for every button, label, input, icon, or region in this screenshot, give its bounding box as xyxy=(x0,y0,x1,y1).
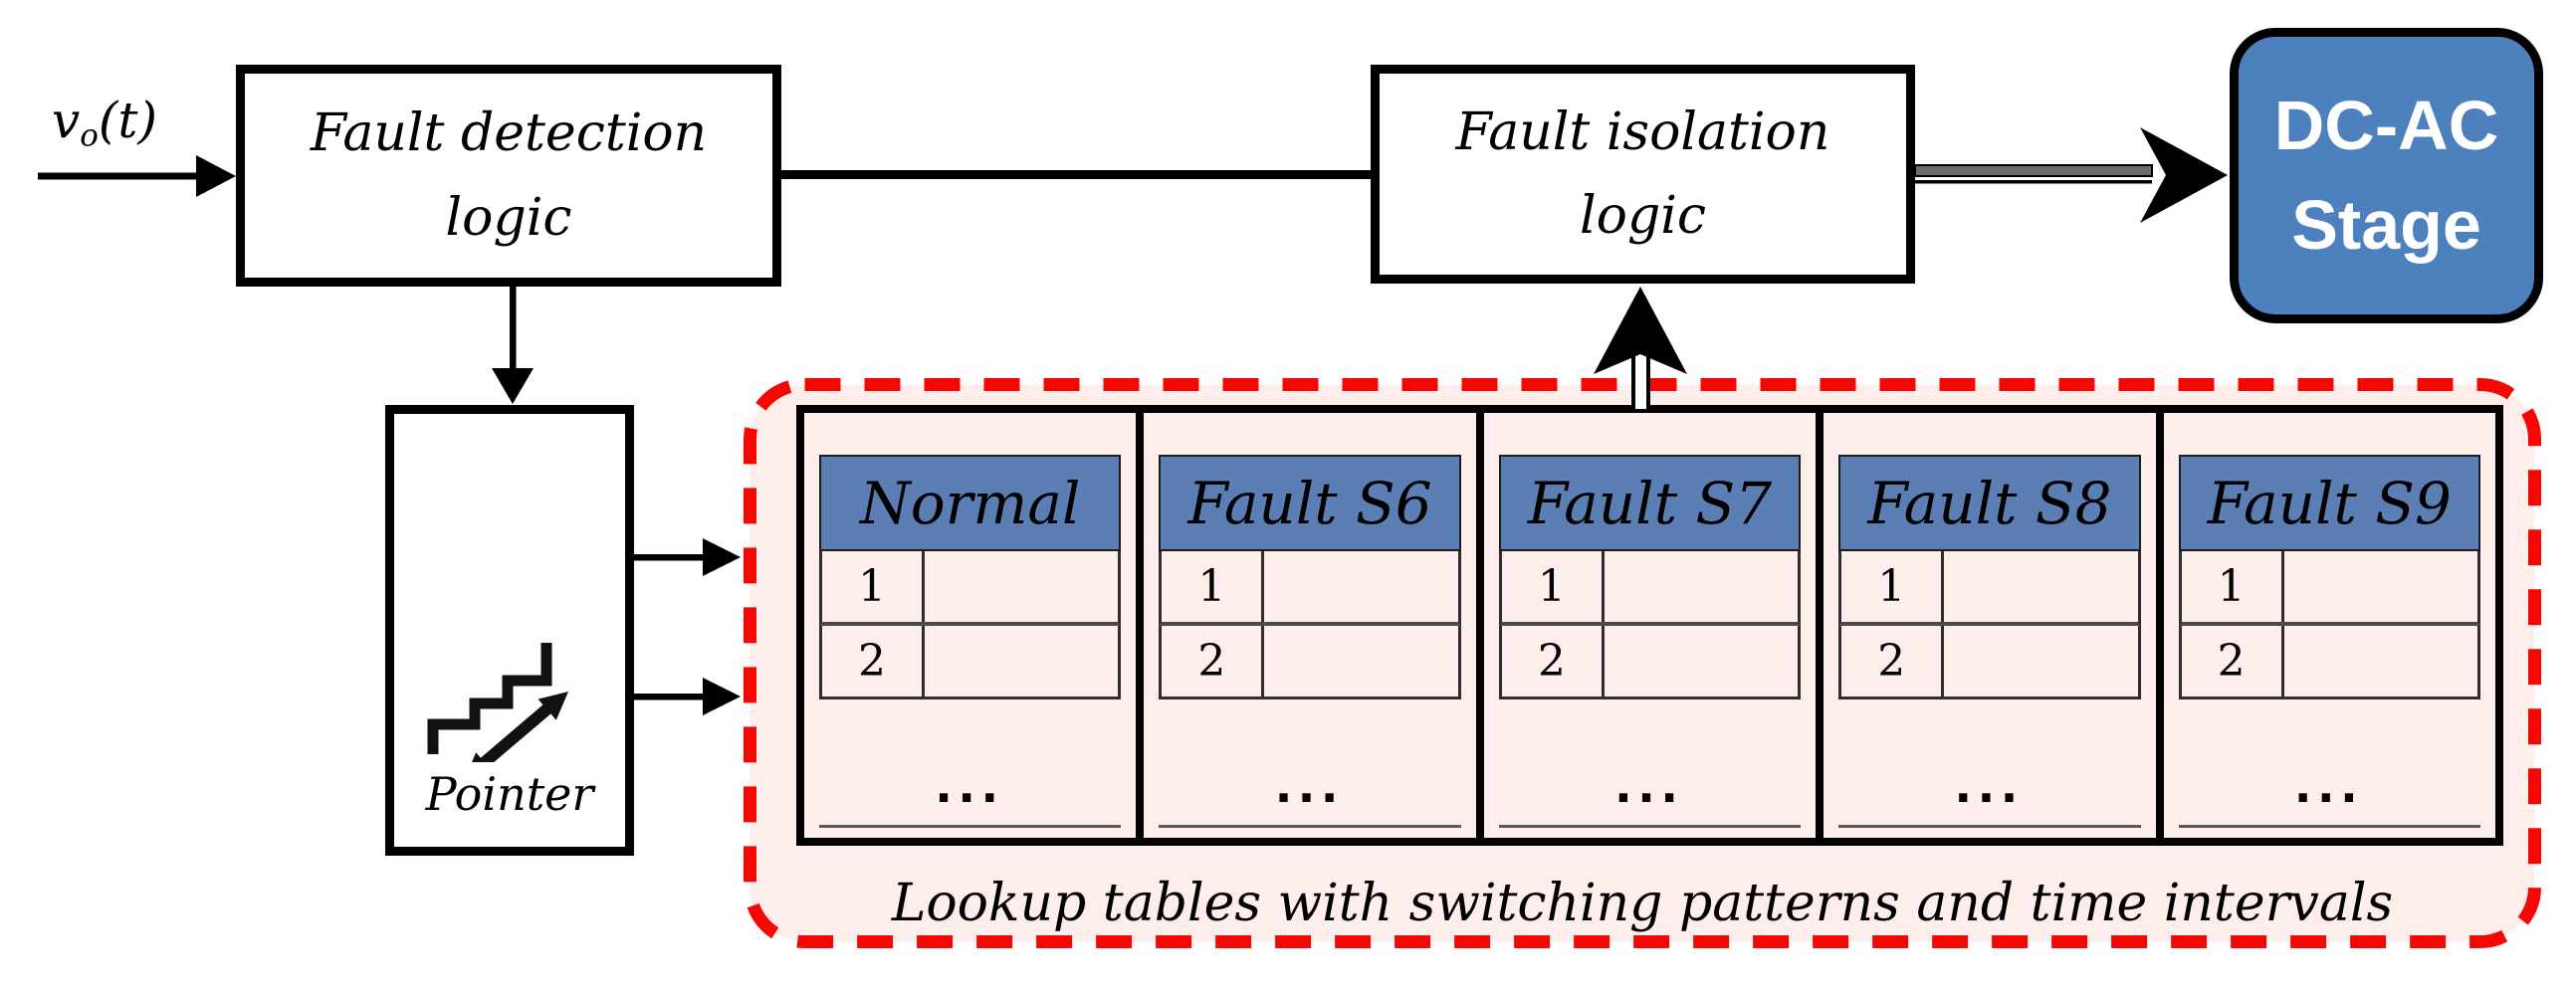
ellipsis: ... xyxy=(2294,750,2364,815)
table-row: 2 xyxy=(2178,626,2481,699)
block-label-line: Fault detection xyxy=(310,103,708,164)
pointer-to-tables-arrow-bottom xyxy=(634,678,741,715)
table-row: 1 xyxy=(2178,551,2481,626)
lookup-panel-normal: Normal 1 2 ... xyxy=(796,405,1145,846)
signal-subscript: o xyxy=(80,117,99,154)
isolation-to-dcac-striped-arrow xyxy=(1914,127,2228,223)
lookup-table: Fault S6 1 2 xyxy=(1159,455,1461,699)
lookup-panel-fault-s6: Fault S6 1 2 ... xyxy=(1136,405,1484,846)
table-title: Fault S6 xyxy=(1159,455,1461,551)
table-title: Fault S7 xyxy=(1498,455,1802,551)
row-index: 1 xyxy=(1841,551,1945,622)
row-index: 2 xyxy=(1162,626,1265,697)
ellipsis: ... xyxy=(1955,750,2025,815)
panel-underline xyxy=(1838,825,2141,828)
detection-to-isolation-line xyxy=(781,170,1371,179)
block-label-line: logic xyxy=(445,187,572,248)
row-index: 1 xyxy=(2182,551,2284,622)
lookup-table-panels: Normal 1 2 ... Fault S6 1 xyxy=(796,405,2504,846)
block-label-line: Fault isolation xyxy=(1455,101,1830,162)
table-row: 1 xyxy=(1498,551,1802,626)
ellipsis: ... xyxy=(1614,750,1685,815)
input-signal-label: vo(t) xyxy=(52,92,157,154)
staircase-shape xyxy=(427,643,552,754)
pointer-block: Pointer xyxy=(385,405,634,856)
ellipsis: ... xyxy=(936,750,1005,815)
ellipsis: ... xyxy=(1275,750,1345,815)
lookup-table: Normal 1 2 xyxy=(819,455,1122,699)
lookup-table: Fault S9 1 2 xyxy=(2178,455,2481,699)
block-label-line: logic xyxy=(1580,186,1706,246)
row-index: 2 xyxy=(2182,626,2284,697)
panel-underline xyxy=(819,825,1122,828)
block-label-line: DC-AC xyxy=(2273,87,2499,165)
fault-isolation-block: Fault isolation logic xyxy=(1371,65,1915,284)
table-title: Fault S8 xyxy=(1838,455,2141,551)
diagonal-double-arrow xyxy=(472,692,568,762)
block-label-line: Stage xyxy=(2291,185,2481,264)
row-index: 1 xyxy=(1162,551,1265,622)
pointer-label: Pointer xyxy=(425,767,594,821)
lookup-panel-fault-s9: Fault S9 1 2 ... xyxy=(2155,405,2504,846)
table-row: 2 xyxy=(1498,626,1802,699)
panel-underline xyxy=(1498,825,1802,828)
table-title: Fault S9 xyxy=(2178,455,2481,551)
table-row: 1 xyxy=(1838,551,2141,626)
lookup-table: Fault S7 1 2 xyxy=(1498,455,1802,699)
lookup-caption: Lookup tables with switching patterns an… xyxy=(891,874,2394,933)
dc-ac-stage-block: DC-AC Stage xyxy=(2230,28,2543,323)
table-row: 1 xyxy=(819,551,1122,626)
lookup-table: Fault S8 1 2 xyxy=(1838,455,2141,699)
table-row: 2 xyxy=(1838,626,2141,699)
row-index: 1 xyxy=(822,551,925,622)
table-title: Normal xyxy=(819,455,1122,551)
input-arrow xyxy=(38,155,236,197)
row-index: 1 xyxy=(1502,551,1605,622)
pointer-to-tables-arrow-top xyxy=(634,538,741,576)
detection-to-pointer-arrow xyxy=(492,287,534,404)
signal-base: v xyxy=(52,92,81,149)
panel-underline xyxy=(1159,825,1461,828)
fault-detection-block: Fault detection logic xyxy=(236,65,781,287)
panel-underline xyxy=(2178,825,2481,828)
row-index: 2 xyxy=(1841,626,1945,697)
signal-suffix: (t) xyxy=(98,92,158,149)
tables-to-isolation-arrow xyxy=(1594,287,1687,409)
table-row: 1 xyxy=(1159,551,1461,626)
staircase-pointer-icon xyxy=(427,643,568,762)
row-index: 2 xyxy=(822,626,925,697)
table-row: 2 xyxy=(819,626,1122,699)
table-row: 2 xyxy=(1159,626,1461,699)
row-index: 2 xyxy=(1502,626,1605,697)
